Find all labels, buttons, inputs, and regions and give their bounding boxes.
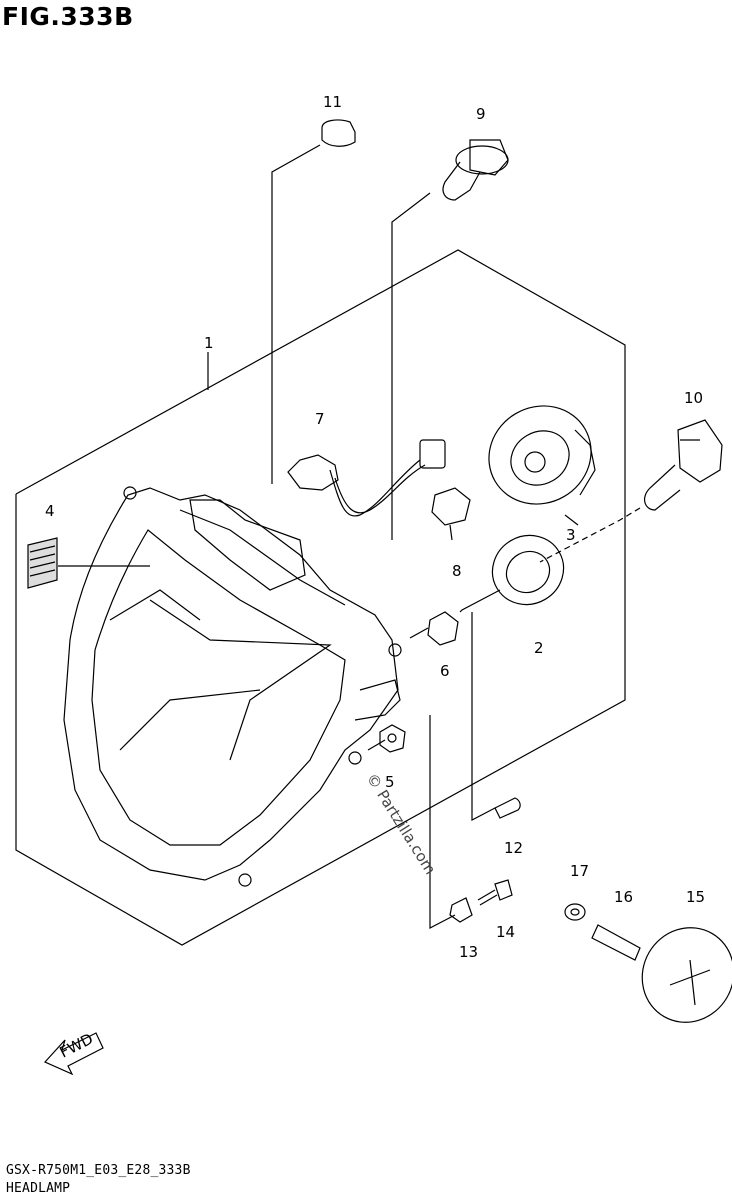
- assembly-outline: [15, 249, 626, 946]
- leader-12: [471, 612, 496, 821]
- leader-2: [459, 589, 501, 613]
- callout-7: 7: [315, 410, 325, 428]
- callout-1: 1: [204, 334, 214, 352]
- callout-6: 6: [440, 662, 450, 680]
- callout-11: 11: [323, 93, 342, 111]
- figure-name: HEADLAMP: [6, 1181, 71, 1196]
- leader-3: [564, 514, 579, 526]
- leader-9: [391, 192, 431, 540]
- leader-5: [367, 739, 386, 751]
- callout-3: 3: [566, 526, 576, 544]
- cap: [641, 927, 732, 1023]
- callout-12: 12: [504, 839, 523, 857]
- leader-6: [409, 627, 429, 639]
- headlamp-housing: [63, 486, 402, 887]
- callout-9: 9: [476, 105, 486, 123]
- callout-13: 13: [459, 943, 478, 961]
- spacer: [591, 924, 641, 961]
- high-beam-bulb: [442, 139, 509, 201]
- screw-12: [494, 797, 521, 819]
- position-bulb: [321, 119, 356, 147]
- socket: [431, 487, 471, 541]
- figure-title: FIG.333B: [2, 2, 134, 31]
- callout-2: 2: [534, 639, 544, 657]
- bulb-socket-harness: [287, 439, 446, 517]
- rubber-seal: [491, 534, 565, 606]
- low-beam-bulb: [643, 419, 723, 511]
- callout-14: 14: [496, 923, 515, 941]
- washer: [564, 903, 586, 921]
- callout-5: 5: [385, 773, 395, 791]
- reflector-patch: [27, 537, 58, 589]
- callout-4: 4: [45, 502, 55, 520]
- callout-17: 17: [570, 862, 589, 880]
- fwd-arrow: [43, 1032, 104, 1076]
- model-code: GSX-R750M1_E03_E28_333B: [6, 1163, 191, 1178]
- leader-13: [429, 715, 456, 929]
- collar: [449, 897, 473, 923]
- bolt: [477, 879, 513, 906]
- grommet: [427, 611, 459, 646]
- nut: [379, 724, 406, 753]
- callout-10: 10: [684, 389, 703, 407]
- callout-15: 15: [686, 888, 705, 906]
- leader-11: [271, 144, 321, 484]
- reflector-cover: [488, 405, 596, 505]
- callout-16: 16: [614, 888, 633, 906]
- callout-8: 8: [452, 562, 462, 580]
- leader-10: [539, 507, 641, 563]
